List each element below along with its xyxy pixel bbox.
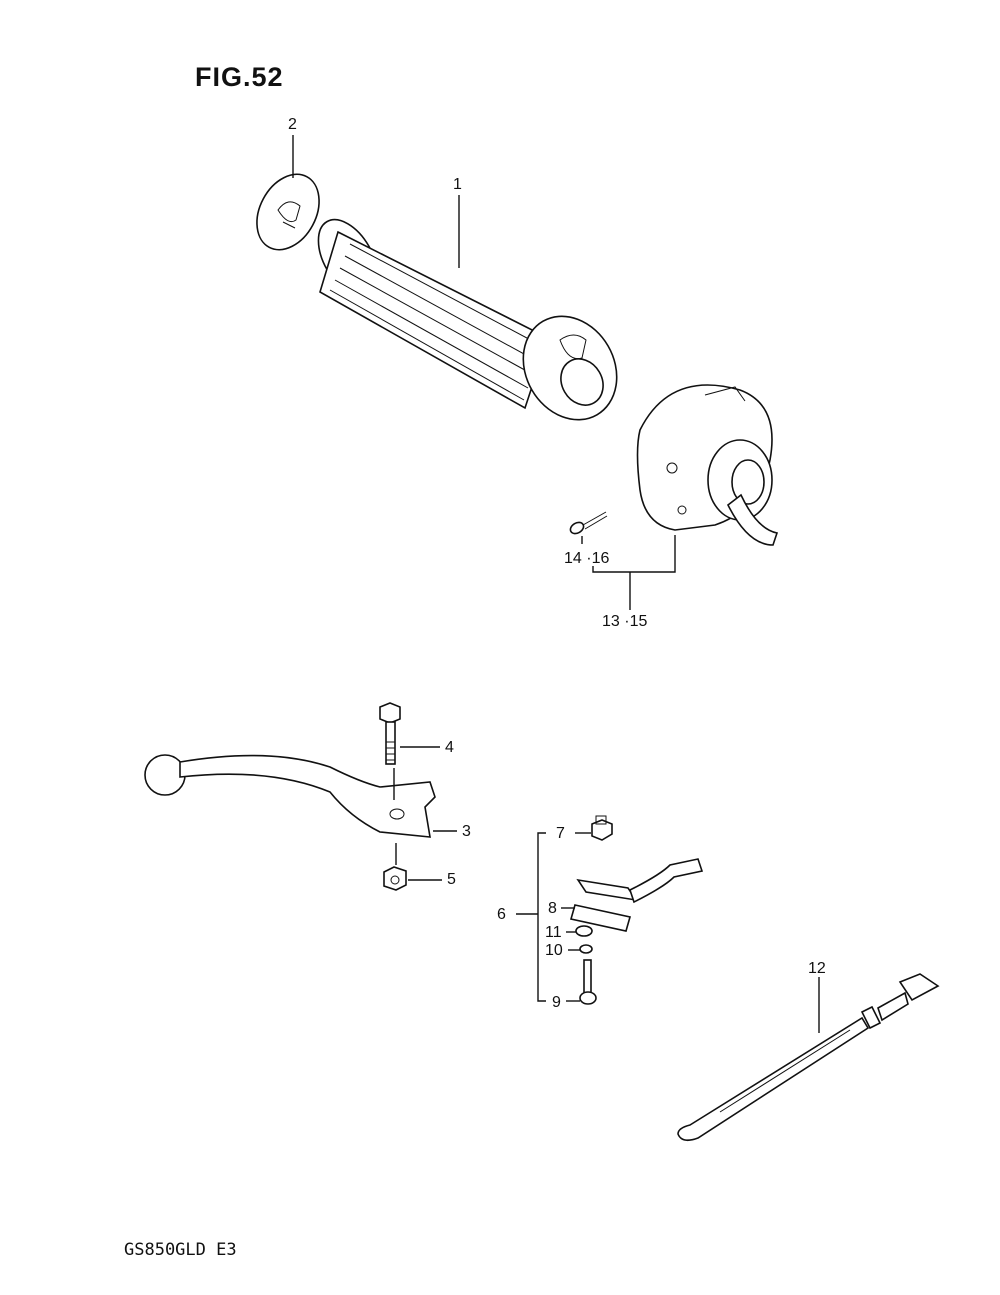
part-10-washer	[579, 944, 593, 954]
figure-title: FIG.52	[195, 62, 284, 92]
callout-14-16: 14 ·16	[564, 550, 610, 567]
part-14-16-screw	[569, 511, 608, 535]
part-13-15-switch-housing	[636, 384, 779, 546]
part-2-grip-end-cap	[256, 173, 320, 251]
part-1-handlebar-grip	[317, 218, 618, 421]
callout-9: 9	[552, 994, 561, 1011]
callout-8: 8	[548, 900, 557, 917]
part-3-clutch-lever	[144, 754, 436, 838]
callout-3: 3	[462, 823, 471, 840]
callout-10: 10	[545, 942, 563, 959]
part-7-clip	[591, 815, 613, 841]
callout-1: 1	[453, 176, 462, 193]
part-8-clutch-switch	[569, 858, 704, 932]
part-9-screw	[579, 959, 597, 1005]
part-11-washer	[575, 925, 593, 937]
callout-6: 6	[497, 906, 506, 923]
callout-12: 12	[808, 960, 826, 977]
callout-5: 5	[447, 871, 456, 888]
callout-2: 2	[288, 116, 297, 133]
part-4-pivot-bolt	[379, 702, 401, 765]
part-12-cable-tie	[677, 973, 940, 1142]
callout-11: 11	[545, 924, 562, 941]
model-code: GS850GLD E3	[124, 1240, 237, 1260]
callout-4: 4	[445, 739, 454, 756]
callout-7: 7	[556, 825, 565, 842]
part-5-nut	[383, 866, 407, 891]
callout-13-15: 13 ·15	[602, 613, 648, 630]
